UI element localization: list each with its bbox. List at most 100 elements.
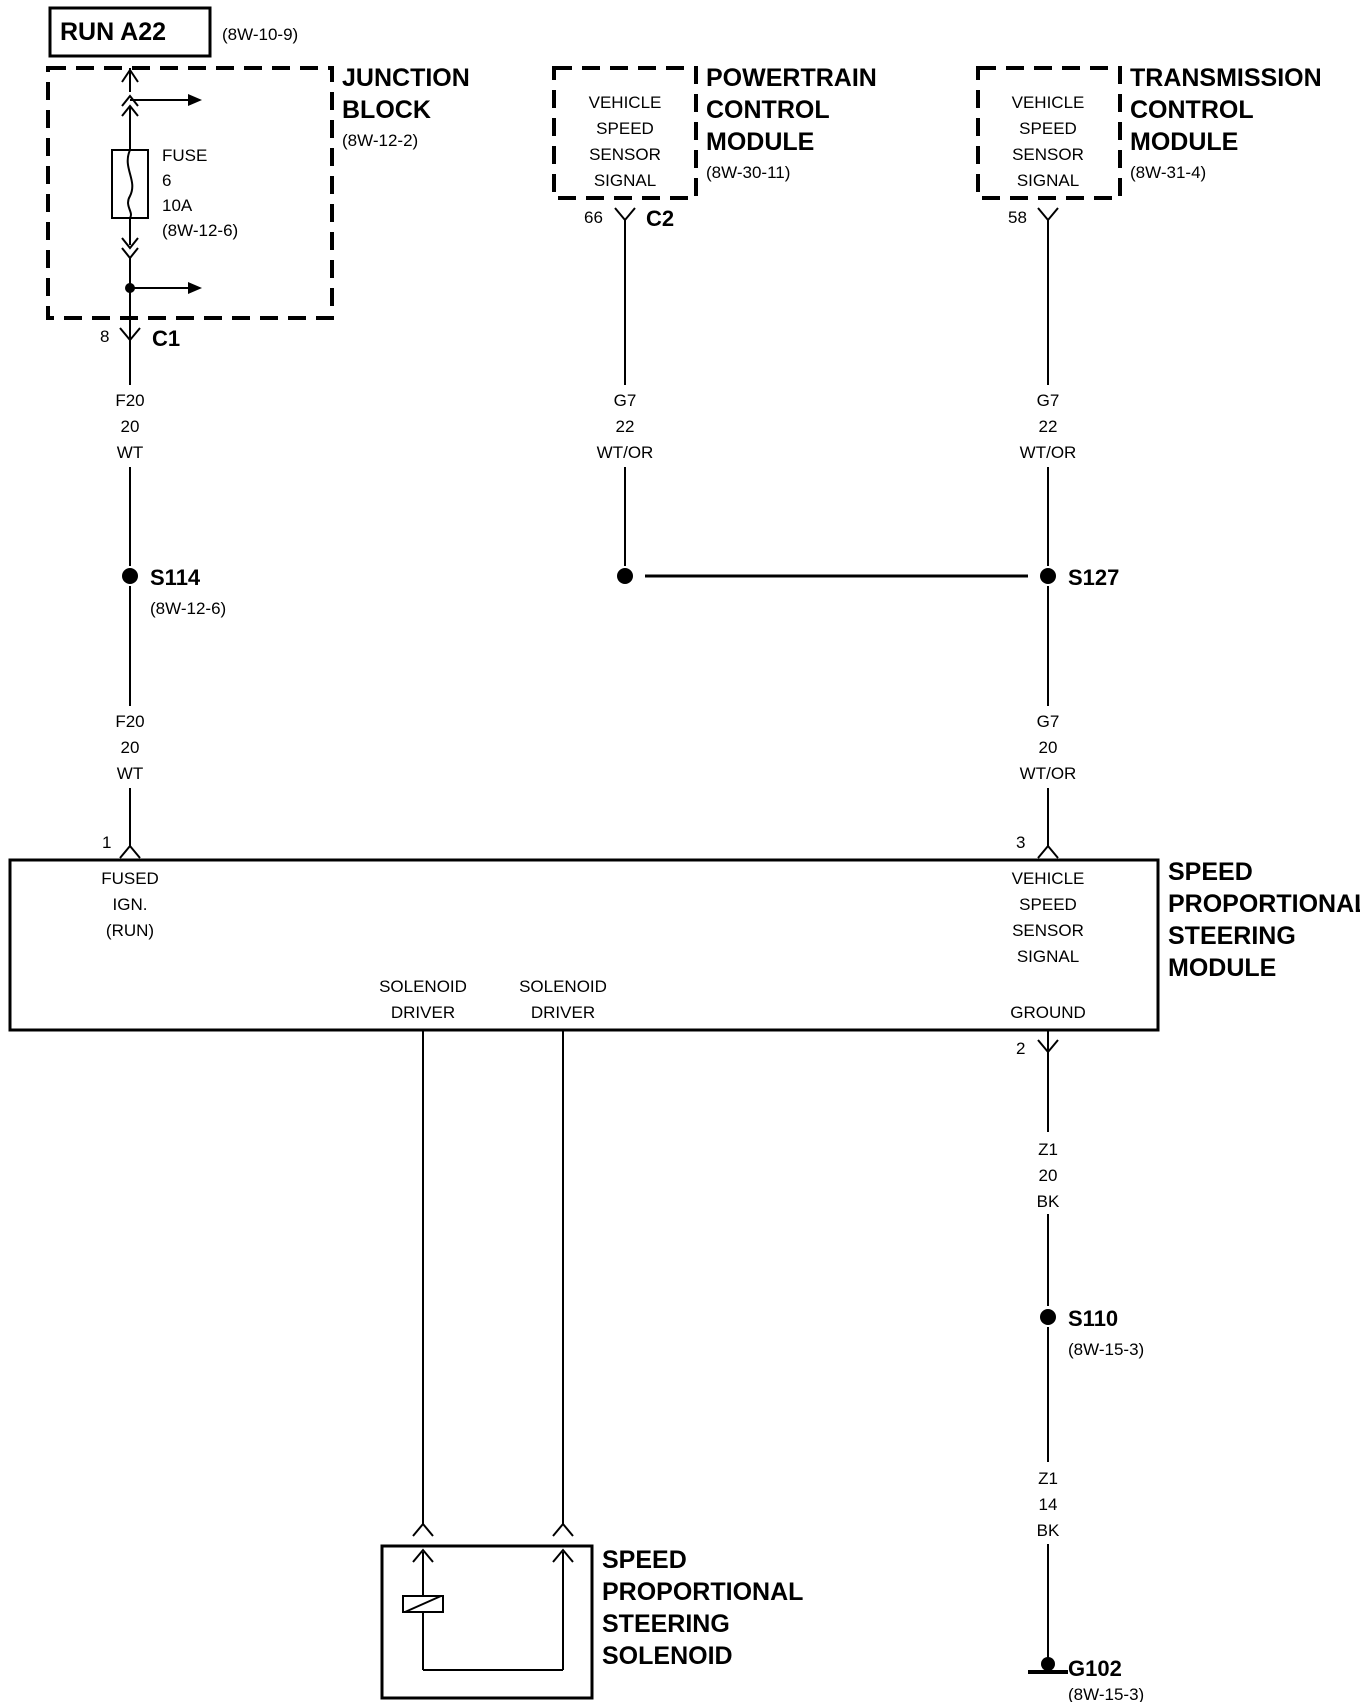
pin3-connector-symbol [1037, 844, 1059, 859]
module-ground-label: GROUND [1010, 1003, 1086, 1022]
tcm-title-2: CONTROL [1130, 96, 1254, 124]
tcm-signal-3: SENSOR [1012, 145, 1084, 164]
fuse-label-4: (8W-12-6) [162, 221, 238, 240]
ground-icon [1028, 1657, 1068, 1674]
pcm-signal-3: SENSOR [589, 145, 661, 164]
module-title-4: MODULE [1168, 954, 1276, 982]
pcm-title-1: POWERTRAIN [706, 64, 877, 92]
wire-g7-lower-label-2: 20 [1039, 738, 1058, 757]
module-pin2-number: 2 [1016, 1039, 1025, 1058]
module-title-3: STEERING [1168, 922, 1296, 950]
fused-ign-label-3: (RUN) [106, 921, 154, 940]
module-vss-label-1: VEHICLE [1012, 869, 1085, 888]
wire-z1-upper-label-2: 20 [1039, 1166, 1058, 1185]
wire-f20-lower-label-2: 20 [121, 738, 140, 757]
pin1-connector-symbol [119, 844, 141, 859]
wire-g7-pcm-label-3: WT/OR [597, 443, 654, 462]
pcm-outline [552, 66, 698, 200]
fuse-6-internal-circuit [111, 68, 202, 318]
wire-g7-tcm-label-1: G7 [1037, 391, 1060, 410]
s114-splice [122, 568, 138, 584]
s110-splice [1040, 1309, 1056, 1325]
c1-connector-label: C1 [152, 326, 180, 351]
pcm-signal-2: SPEED [596, 119, 654, 138]
wire-g7-pcm-label-2: 22 [616, 417, 635, 436]
wire-z1-lower-label-1: Z1 [1038, 1469, 1058, 1488]
module-vss-label-2: SPEED [1019, 895, 1077, 914]
module-title-2: PROPORTIONAL [1168, 890, 1360, 918]
wire-g7-lower-label-1: G7 [1037, 712, 1060, 731]
solenoid-driver-1-label-2: DRIVER [391, 1003, 455, 1022]
wire-z1-upper-label-1: Z1 [1038, 1140, 1058, 1159]
wire-g7-tcm-label-3: WT/OR [1020, 443, 1077, 462]
wire-g7-lower-label-3: WT/OR [1020, 764, 1077, 783]
solenoid-driver-1-label-1: SOLENOID [379, 977, 467, 996]
tcm-signal-2: SPEED [1019, 119, 1077, 138]
junction-block-title-1: JUNCTION [342, 64, 470, 92]
junction-block-title-2: BLOCK [342, 96, 431, 124]
pcm-signal-1: VEHICLE [589, 93, 662, 112]
wire-f20-upper-label-1: F20 [115, 391, 144, 410]
run-a22-label: RUN A22 [60, 18, 166, 46]
solenoid-coil-icon [402, 1548, 574, 1671]
wire-f20-lower-label-3: WT [117, 764, 143, 783]
fused-ign-label-2: IGN. [113, 895, 148, 914]
solenoid-driver-2-label-1: SOLENOID [519, 977, 607, 996]
solenoid-box [380, 1544, 594, 1700]
g102-label: G102 [1068, 1656, 1122, 1681]
module-pin3-number: 3 [1016, 833, 1025, 852]
solenoid-title-4: SOLENOID [602, 1642, 733, 1670]
c1-pin-number: 8 [100, 327, 109, 346]
module-pin1-number: 1 [102, 833, 111, 852]
tcm-signal-1: VEHICLE [1012, 93, 1085, 112]
module-title-1: SPEED [1168, 858, 1253, 886]
pcm-ref: (8W-30-11) [706, 163, 790, 182]
run-a22-ref: (8W-10-9) [222, 25, 298, 44]
tcm-title-3: MODULE [1130, 128, 1238, 156]
tcm-connector-symbol [1037, 207, 1059, 222]
wire-z1-lower-label-2: 14 [1039, 1495, 1058, 1514]
c2-pin-number: 66 [584, 208, 603, 227]
solenoid-driver-2-label-2: DRIVER [531, 1003, 595, 1022]
module-vss-label-4: SIGNAL [1017, 947, 1079, 966]
wire-f20-upper-label-3: WT [117, 443, 143, 462]
s110-label: S110 [1068, 1306, 1118, 1331]
s110-ref: (8W-15-3) [1068, 1340, 1144, 1359]
s127-label: S127 [1068, 565, 1119, 590]
solenoid-connector-2-symbol [552, 1522, 574, 1537]
fused-ign-label-1: FUSED [101, 869, 159, 888]
fuse-label-3: 10A [162, 196, 193, 215]
c2-connector-label: C2 [646, 206, 674, 231]
c2-connector-symbol [614, 207, 636, 222]
wire-f20-upper-label-2: 20 [121, 417, 140, 436]
solenoid-title-1: SPEED [602, 1546, 687, 1574]
pcm-wire-junction-dot [617, 568, 633, 584]
s114-label: S114 [150, 565, 201, 590]
wire-g7-tcm-label-2: 22 [1039, 417, 1058, 436]
s114-ref: (8W-12-6) [150, 599, 226, 618]
solenoid-title-2: PROPORTIONAL [602, 1578, 803, 1606]
run-a22-box [48, 6, 212, 58]
junction-block-outline [46, 66, 334, 320]
fuse-label-1: FUSE [162, 146, 207, 165]
wire-z1-lower-label-3: BK [1037, 1521, 1060, 1540]
tcm-title-1: TRANSMISSION [1130, 64, 1322, 92]
fuse-label-2: 6 [162, 171, 171, 190]
tcm-ref: (8W-31-4) [1130, 163, 1206, 182]
solenoid-connector-1-symbol [412, 1522, 434, 1537]
wire-f20-lower-label-1: F20 [115, 712, 144, 731]
s127-splice [1040, 568, 1056, 584]
tcm-outline [976, 66, 1122, 200]
wire-z1-upper-label-3: BK [1037, 1192, 1060, 1211]
steering-module-box [8, 858, 1160, 1032]
junction-block-ref: (8W-12-2) [342, 131, 418, 150]
tcm-pin-number: 58 [1008, 208, 1027, 227]
g102-ref: (8W-15-3) [1068, 1685, 1144, 1702]
tcm-signal-4: SIGNAL [1017, 171, 1079, 190]
pcm-signal-4: SIGNAL [594, 171, 656, 190]
pcm-title-3: MODULE [706, 128, 814, 156]
module-vss-label-3: SENSOR [1012, 921, 1084, 940]
pcm-title-2: CONTROL [706, 96, 830, 124]
wire-g7-pcm-label-1: G7 [614, 391, 637, 410]
